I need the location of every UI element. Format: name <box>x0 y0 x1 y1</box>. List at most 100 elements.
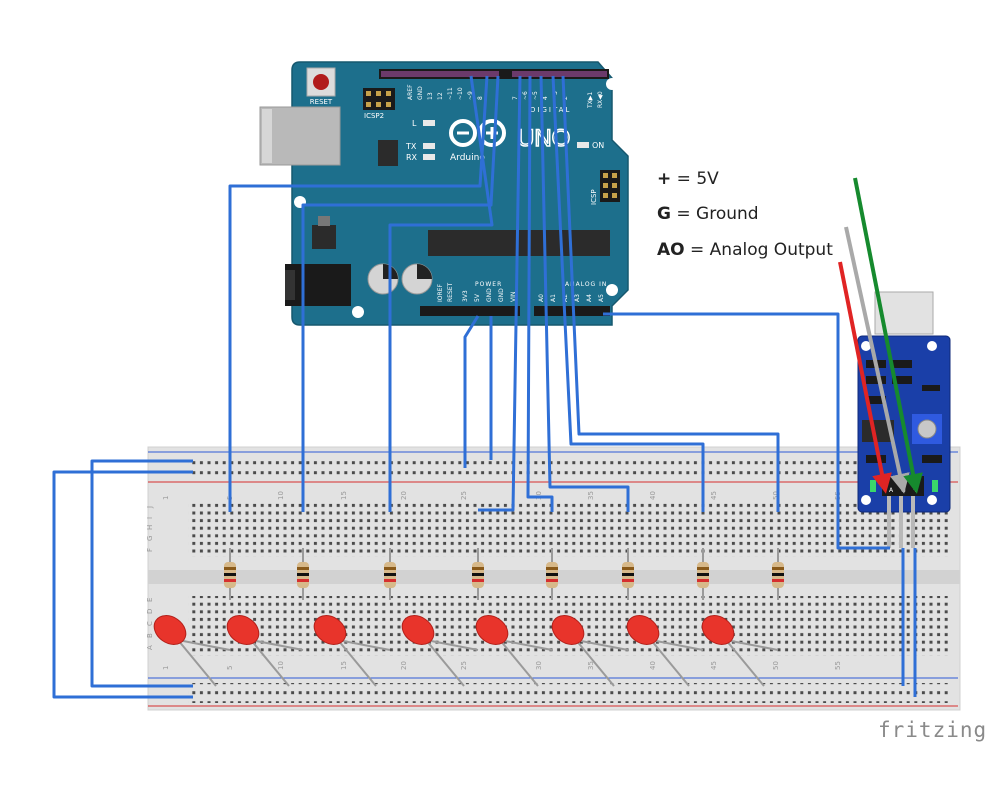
legend-sep: = <box>670 204 697 224</box>
legend-item-ao: AO = Analog Output <box>657 240 833 260</box>
wire-digital-4 <box>478 75 522 512</box>
sensor-led <box>932 480 938 492</box>
col-number: 1 <box>162 496 170 500</box>
red-led <box>475 615 553 687</box>
pin-label: ~11 <box>447 87 454 100</box>
arrow-red <box>838 261 892 494</box>
legend-key: AO <box>657 240 685 260</box>
usb-chip <box>378 140 398 166</box>
usb-connector <box>259 106 341 166</box>
row-letter: D <box>146 609 154 614</box>
wire-power-rail <box>52 470 193 699</box>
row-letter: E <box>146 598 154 602</box>
pin-label: A5 <box>598 294 605 302</box>
pin-arrows <box>838 177 923 494</box>
wire-digital-2 <box>301 75 500 512</box>
pin-label: RESET <box>447 282 454 302</box>
pin-label: 4 <box>542 96 549 100</box>
col-number: 25 <box>460 491 468 500</box>
col-number: 1 <box>162 666 170 670</box>
wire-ground-rail <box>90 459 193 688</box>
atmega-chip <box>428 230 610 256</box>
power-label: POWER <box>475 281 502 288</box>
pin-label: A4 <box>586 294 593 302</box>
pin-label: AREF <box>407 84 414 100</box>
col-number: 45 <box>710 491 718 500</box>
pin-label: VIN <box>510 292 517 302</box>
led-rx <box>423 154 435 160</box>
led-tx <box>423 143 435 149</box>
sensor-pin-plus: + <box>913 487 918 494</box>
legend-desc: Ground <box>696 204 759 224</box>
red-led <box>626 615 704 687</box>
legend-key: G <box>657 204 671 224</box>
resistor <box>622 548 634 600</box>
pin-label: A0 <box>538 294 545 302</box>
row-letter: G <box>146 536 154 541</box>
col-number: 40 <box>649 491 657 500</box>
led-on <box>577 142 589 148</box>
row-letter: B <box>146 633 154 638</box>
analog-header <box>534 306 610 316</box>
pin-label: ~3 <box>552 91 559 100</box>
col-number: 15 <box>340 491 348 500</box>
col-number: 10 <box>277 661 285 670</box>
row-letter: F <box>146 548 154 552</box>
icsp-header <box>600 170 620 202</box>
wires <box>52 75 917 699</box>
wire-digital-7 <box>551 75 705 512</box>
col-number: 20 <box>400 491 408 500</box>
resistor <box>297 548 309 600</box>
col-number: 10 <box>277 491 285 500</box>
fritzing-watermark: fritzing <box>878 718 988 742</box>
legend-sep: = <box>684 240 710 260</box>
arduino-logo <box>449 119 506 147</box>
pin-label: A2 <box>562 294 569 302</box>
resistor <box>384 548 396 600</box>
col-number: 5 <box>226 666 234 670</box>
col-number: 55 <box>834 661 842 670</box>
bottom-power-rail <box>188 683 948 703</box>
pin-label: GND <box>417 86 424 100</box>
wire-analog-out <box>603 312 890 550</box>
legend-desc: Analog Output <box>709 240 833 260</box>
led-rx-label: RX <box>406 153 418 162</box>
wire-digital-6 <box>539 75 630 512</box>
pin-label: RX◀0 <box>597 91 604 108</box>
legend-item-g: G = Ground <box>657 204 759 224</box>
arduino-brand: Arduino <box>450 153 485 163</box>
pin-label: ~10 <box>457 87 464 100</box>
pin-label: IOREF <box>437 284 444 302</box>
power-header <box>420 306 520 316</box>
resistor <box>224 548 236 600</box>
pin-label: 12 <box>437 92 444 100</box>
col-number: 45 <box>710 661 718 670</box>
pin-label: GND <box>486 288 493 302</box>
pin-label: 7 <box>512 96 519 100</box>
reset-label: RESET <box>310 98 333 106</box>
comparator-chip <box>862 420 894 442</box>
pin-label: 3V3 <box>462 290 469 302</box>
icsp2-header <box>363 88 395 110</box>
pin-label: A1 <box>550 294 557 302</box>
wire-digital-3 <box>388 75 494 512</box>
pin-label: ~9 <box>467 91 474 100</box>
wire-digital-8 <box>561 75 780 512</box>
resistor <box>697 548 709 600</box>
red-led <box>313 615 391 687</box>
row-letter: A <box>146 645 154 650</box>
led-on-label: ON <box>592 141 604 150</box>
red-led <box>401 615 479 687</box>
arrow-green <box>853 177 923 494</box>
red-led <box>551 615 629 687</box>
led-l-label: L <box>412 119 417 128</box>
sensor-led <box>870 480 876 492</box>
col-number: 50 <box>772 661 780 670</box>
analog-label: ANALOG IN <box>565 281 607 288</box>
wire-5v <box>463 315 480 468</box>
pin-label: 5V <box>474 293 481 302</box>
wire-digital-1 <box>228 75 489 512</box>
pin-label: ~6 <box>522 91 529 100</box>
row-letter: C <box>146 621 154 626</box>
icsp2-label: ICSP2 <box>364 112 384 120</box>
